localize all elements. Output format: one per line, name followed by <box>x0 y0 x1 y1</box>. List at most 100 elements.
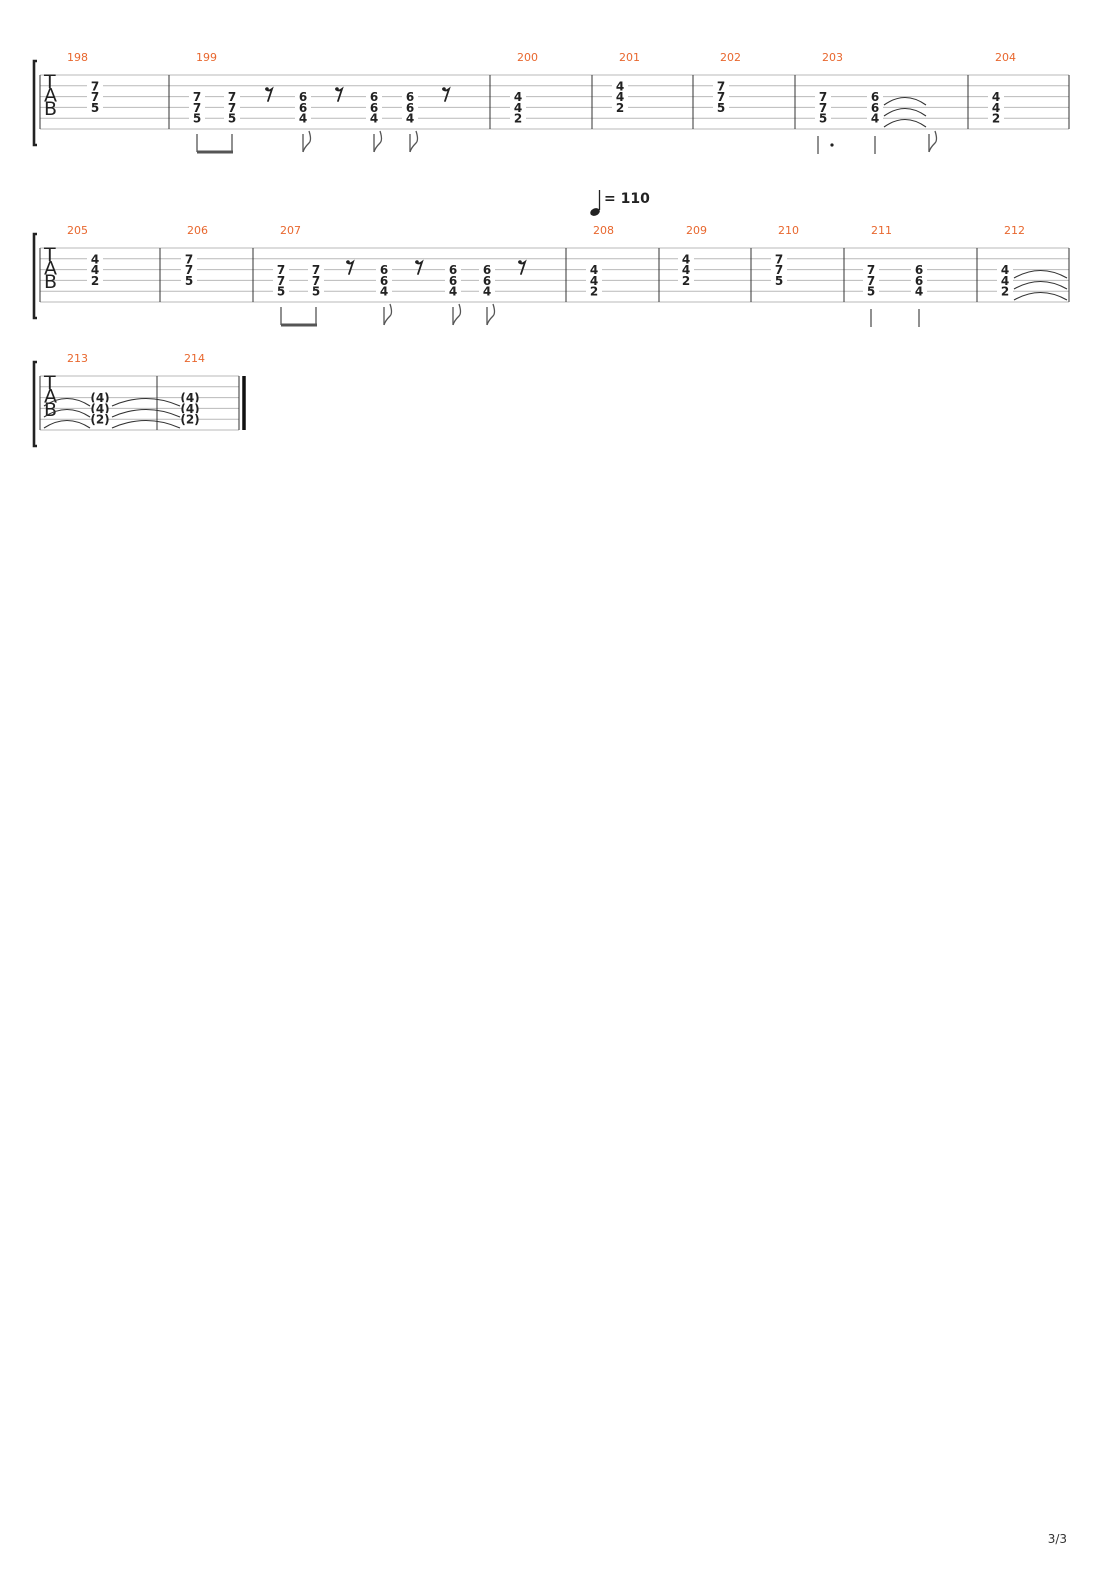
fret-mask <box>92 402 108 415</box>
fret-mask <box>612 90 628 103</box>
fret-number: 7 <box>193 90 201 104</box>
tab-system: TAB1987751997757756646646642004422014422… <box>32 51 1070 154</box>
measure-number: 203 <box>822 51 843 64</box>
fret-number: 2 <box>514 112 522 126</box>
fret-mask <box>586 285 602 298</box>
fret-number: 5 <box>717 101 725 115</box>
fret-number: 7 <box>185 252 193 266</box>
fret-number: 7 <box>775 252 783 266</box>
fret-mask <box>586 274 602 287</box>
fret-number: 5 <box>193 112 201 126</box>
fret-mask <box>612 101 628 114</box>
fret-number: 4 <box>616 90 624 104</box>
fret-mask <box>911 285 927 298</box>
fret-number: 7 <box>228 90 236 104</box>
fret-mask <box>997 285 1013 298</box>
eighth-rest-icon <box>442 86 451 102</box>
tie-arc <box>883 96 927 106</box>
fret-mask <box>988 90 1004 103</box>
fret-number: (4) <box>180 391 199 405</box>
fret-number: 4 <box>1001 274 1009 288</box>
fret-number: 5 <box>228 112 236 126</box>
tie-arc <box>1013 269 1068 279</box>
fret-mask <box>181 274 197 287</box>
fret-number: 4 <box>449 285 457 299</box>
tab-systems: TAB1987751997757756646646642004422014422… <box>32 51 1070 448</box>
eighth-rest-dot <box>335 87 339 91</box>
fret-number: 6 <box>370 101 378 115</box>
fret-mask <box>771 252 787 265</box>
fret-number: 4 <box>483 285 491 299</box>
measure-number: 209 <box>686 224 707 237</box>
system-bracket <box>32 59 37 147</box>
fret-number: 6 <box>915 263 923 277</box>
fret-mask <box>366 101 382 114</box>
fret-number: 5 <box>185 274 193 288</box>
fret-mask <box>308 285 324 298</box>
fret-number: 2 <box>616 101 624 115</box>
fret-mask <box>402 90 418 103</box>
fret-number: 2 <box>590 285 598 299</box>
eighth-rest-icon <box>518 259 527 275</box>
fret-number: 4 <box>992 101 1000 115</box>
fret-mask <box>713 79 729 92</box>
fret-number: 7 <box>312 274 320 288</box>
fret-mask <box>308 274 324 287</box>
measure-number: 205 <box>67 224 88 237</box>
fret-mask <box>863 274 879 287</box>
measure-number: 208 <box>593 224 614 237</box>
tab-clef-letter: T <box>43 71 56 93</box>
quarter-note-icon <box>590 208 600 216</box>
fret-number: 7 <box>775 263 783 277</box>
fret-number: 4 <box>380 285 388 299</box>
fret-number: 6 <box>380 274 388 288</box>
fret-number: 6 <box>370 90 378 104</box>
tempo-text: = 110 <box>604 191 650 207</box>
tab-clef-letter: B <box>44 98 57 120</box>
tie-arc <box>883 107 927 117</box>
fret-number: 6 <box>406 90 414 104</box>
measure: 213(4)(4)(2) <box>67 352 110 427</box>
fret-mask <box>510 112 526 125</box>
page-number: 3/3 <box>1048 1532 1067 1546</box>
fret-number: 4 <box>590 274 598 288</box>
eighth-rest-dot <box>415 260 419 264</box>
fret-number: 6 <box>380 263 388 277</box>
fret-mask <box>224 101 240 114</box>
fret-number: 4 <box>590 263 598 277</box>
fret-mask <box>87 101 103 114</box>
fret-mask <box>376 274 392 287</box>
fret-mask <box>867 90 883 103</box>
fret-mask <box>273 285 289 298</box>
fret-number: 4 <box>406 112 414 126</box>
fret-mask <box>87 79 103 92</box>
tab-system: TAB2054422067752077757756646646642084422… <box>32 224 1070 327</box>
fret-number: 5 <box>819 112 827 126</box>
fret-number: 7 <box>717 90 725 104</box>
fret-number: 6 <box>483 263 491 277</box>
fret-mask <box>182 402 198 415</box>
fret-number: 6 <box>871 101 879 115</box>
fret-mask <box>92 391 108 404</box>
fret-number: 4 <box>299 112 307 126</box>
measure-number: 211 <box>871 224 892 237</box>
fret-mask <box>911 263 927 276</box>
fret-number: 7 <box>91 79 99 93</box>
dot-icon <box>830 143 834 147</box>
eighth-rest-icon <box>346 259 355 275</box>
fret-number: 2 <box>992 112 1000 126</box>
fret-mask <box>713 90 729 103</box>
fret-mask <box>510 101 526 114</box>
measure: 214(4)(4)(2) <box>180 352 205 427</box>
measure-number: 202 <box>720 51 741 64</box>
